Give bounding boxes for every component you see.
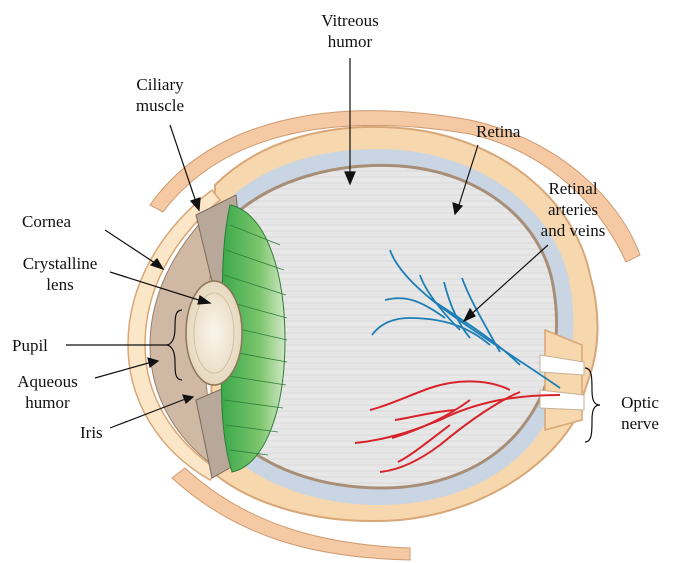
label-vitreous-humor: Vitreous humor	[305, 10, 395, 52]
label-pupil: Pupil	[12, 335, 48, 356]
label-cornea: Cornea	[22, 211, 71, 232]
label-crystalline-lens: Crystalline lens	[5, 253, 115, 295]
label-ciliary-muscle: Ciliary muscle	[110, 74, 210, 116]
label-retinal-vessels: Retinal arteries and veins	[518, 178, 628, 241]
label-aqueous-humor: Aqueous humor	[5, 371, 90, 413]
optic-nerve-shape	[545, 330, 582, 430]
label-optic-nerve: Optic nerve	[606, 392, 674, 434]
label-iris: Iris	[80, 422, 103, 443]
label-retina: Retina	[476, 121, 520, 142]
vitreous-body	[238, 165, 557, 488]
